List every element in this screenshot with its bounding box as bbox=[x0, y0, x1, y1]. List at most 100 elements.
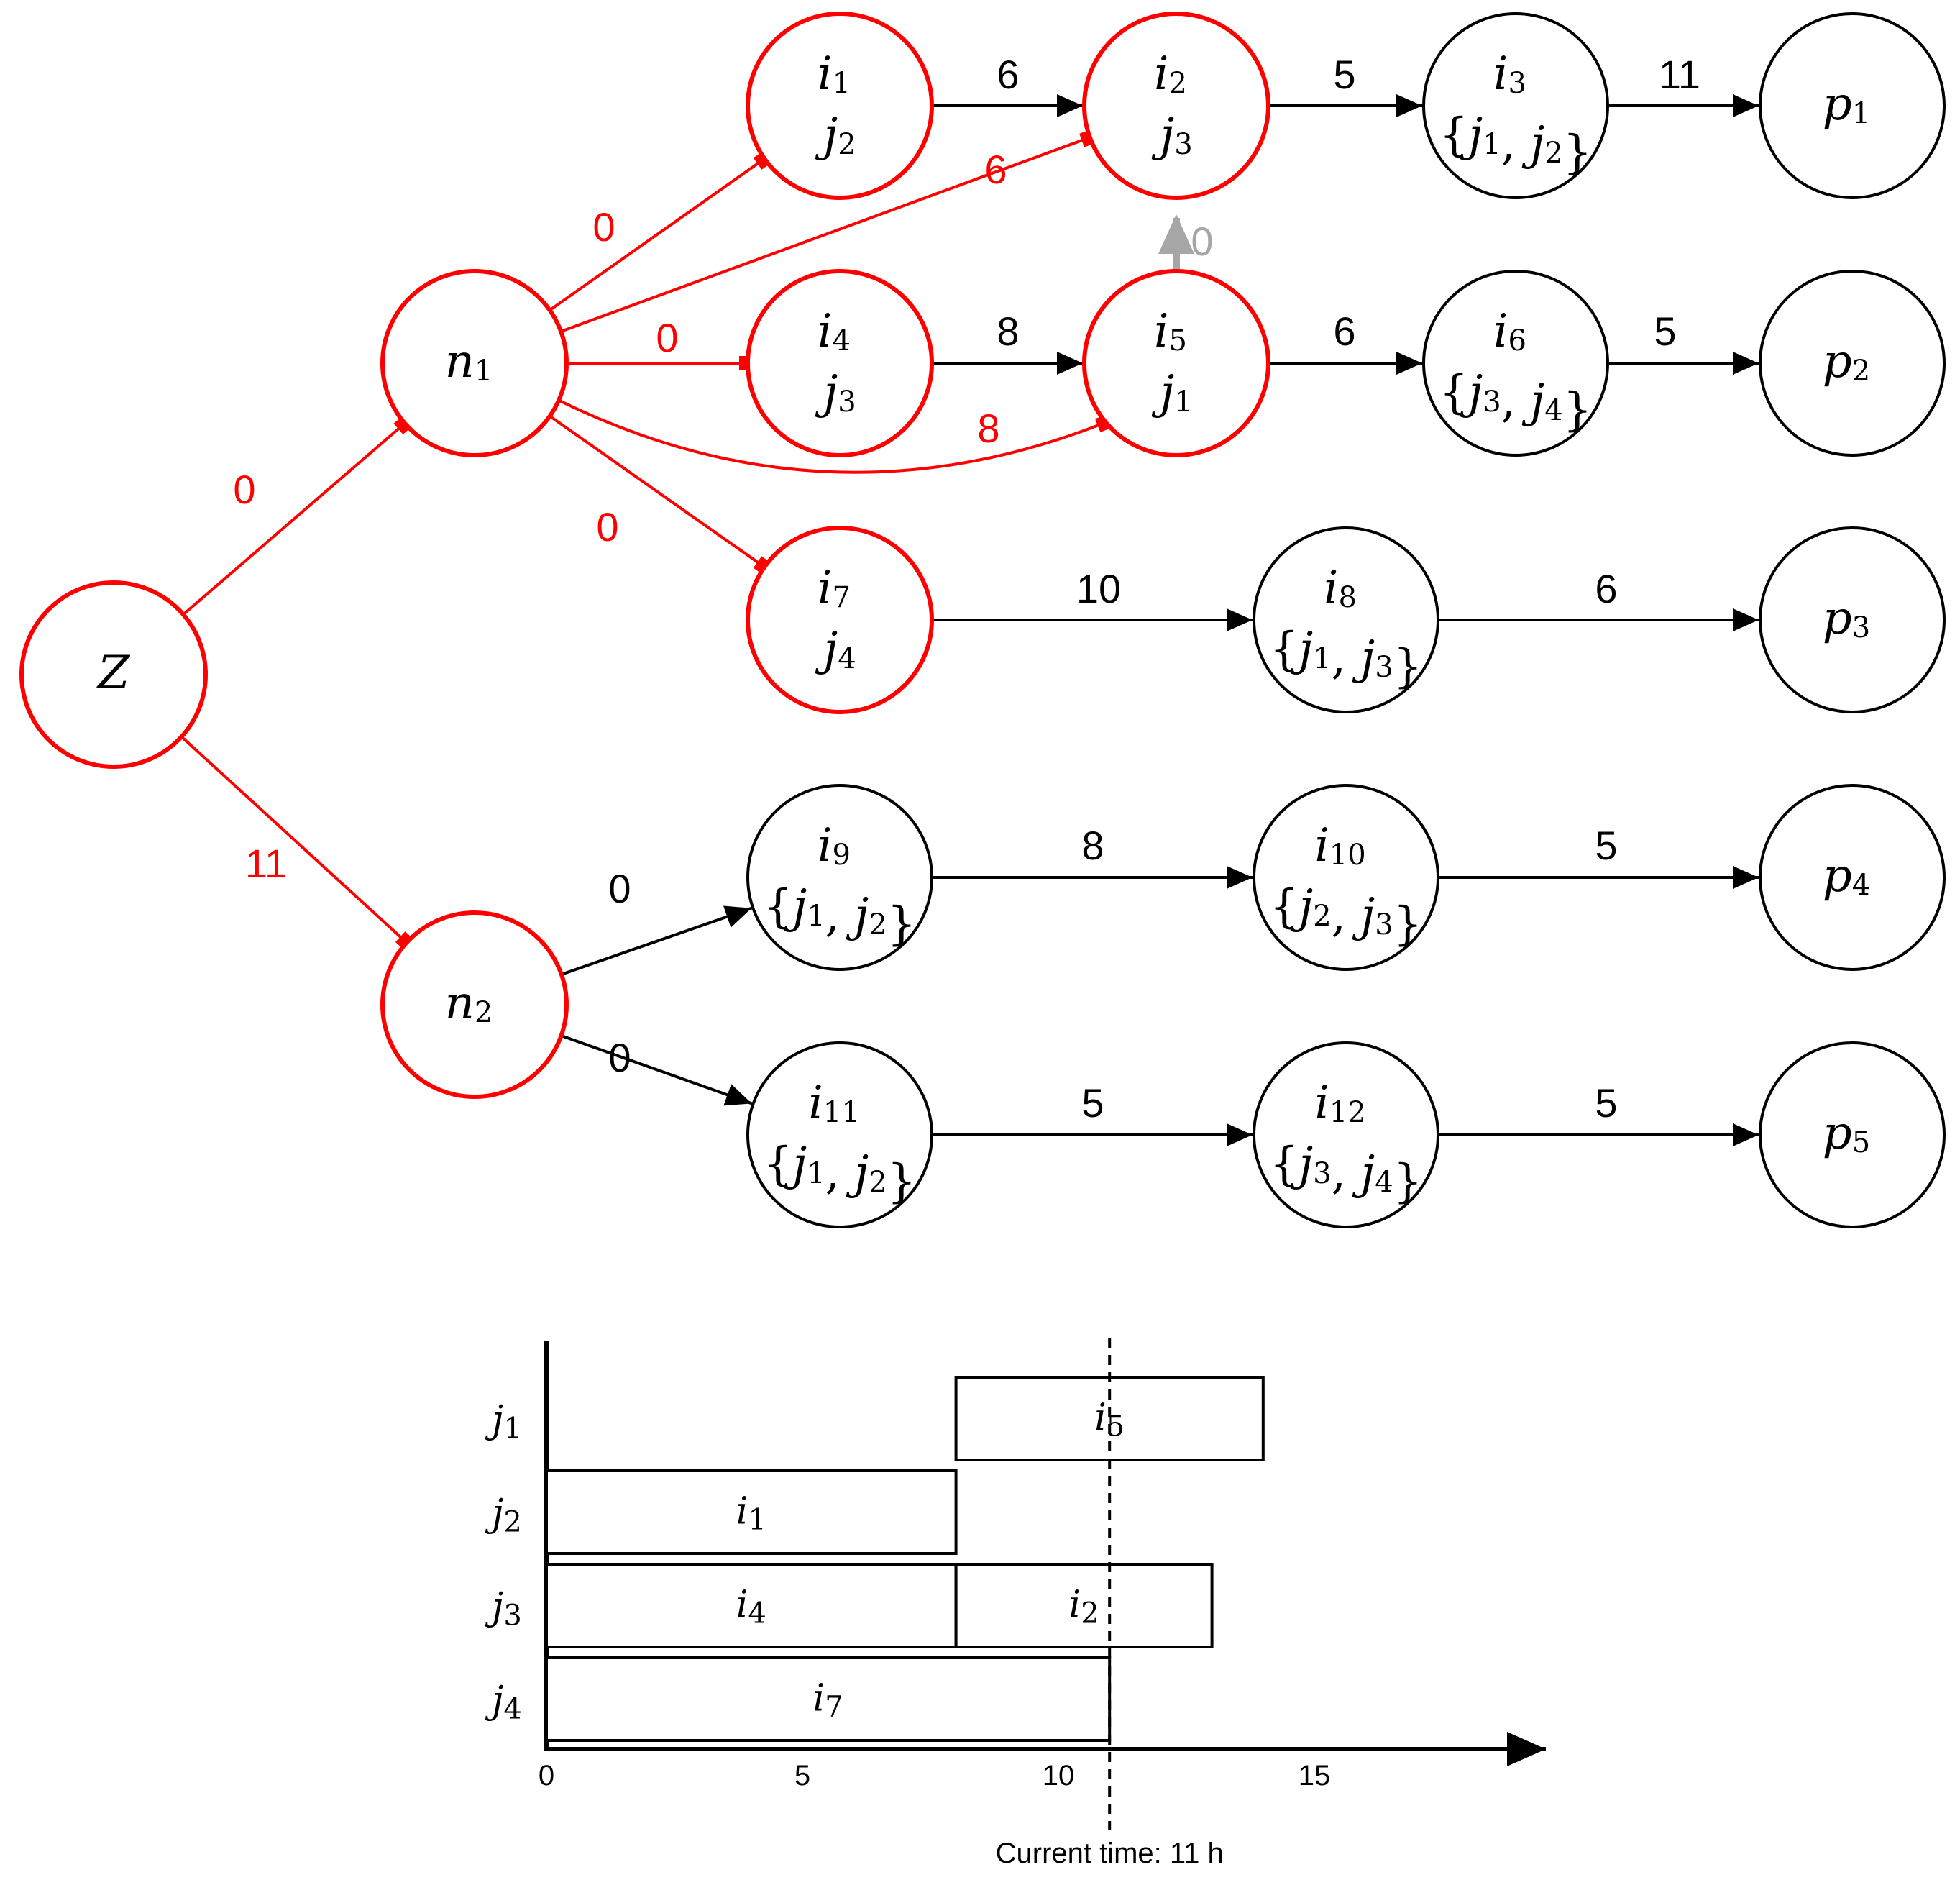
node-circle-i7 bbox=[746, 526, 934, 714]
node-i9: i9 {j1, j2} bbox=[746, 784, 933, 971]
node-p1: p1 bbox=[1759, 12, 1946, 199]
gantt-bar-i7 bbox=[545, 1656, 1112, 1742]
gantt-bar-label-i1: i1 bbox=[736, 1489, 766, 1537]
node-label-i11: i11 bbox=[808, 1077, 859, 1130]
node-circle-i6 bbox=[1422, 270, 1609, 457]
node-circle-p3 bbox=[1759, 526, 1946, 713]
edge-label-n1-i4: 0 bbox=[656, 315, 678, 360]
gantt-row-label-j4: j4 bbox=[485, 1679, 522, 1726]
node-label-p5: p5 bbox=[1823, 1107, 1870, 1160]
node-circle-i3 bbox=[1422, 12, 1609, 199]
edge-label-i8-p3: 6 bbox=[1595, 566, 1617, 611]
gantt-row-label-j3: j3 bbox=[485, 1585, 522, 1633]
node-Z: Z bbox=[19, 580, 208, 769]
node-label-i4: i4 bbox=[818, 305, 851, 358]
edge-label-n1-i2: 6 bbox=[984, 147, 1007, 192]
node-circle-i12 bbox=[1253, 1041, 1439, 1228]
node-i11: i11 {j1, j2} bbox=[746, 1041, 933, 1228]
node-label-p4: p4 bbox=[1823, 849, 1870, 903]
node-label-n1: n1 bbox=[445, 335, 493, 388]
node-label-n2: n2 bbox=[445, 977, 493, 1030]
node-jobs-i11: {j1, j2} bbox=[764, 1138, 917, 1208]
node-circle-n1 bbox=[380, 269, 569, 457]
node-label-i6: i6 bbox=[1493, 305, 1526, 358]
current-time-caption: Current time: 11 h bbox=[996, 1838, 1224, 1869]
node-label-p1: p1 bbox=[1823, 78, 1870, 131]
node-circle-p5 bbox=[1759, 1041, 1946, 1228]
edge-n1-i7 bbox=[549, 414, 774, 577]
gantt-row-label-j2: j2 bbox=[485, 1492, 522, 1539]
edge-n1-i2 bbox=[560, 128, 1098, 333]
node-circle-i8 bbox=[1253, 526, 1439, 713]
edge-label-i1-i2: 6 bbox=[997, 52, 1019, 97]
node-jobs-i3: {j1, j2} bbox=[1439, 109, 1593, 179]
node-label-i10: i10 bbox=[1314, 819, 1365, 872]
node-p3: p3 bbox=[1759, 526, 1946, 713]
gantt-bar-i2 bbox=[954, 1563, 1214, 1648]
edge-label-i2-i3: 5 bbox=[1333, 52, 1355, 97]
gantt-tick-0: 0 bbox=[539, 1760, 554, 1792]
gantt-bar-label-i2: i2 bbox=[1069, 1583, 1099, 1630]
gantt-bar-label-i4: i4 bbox=[736, 1583, 766, 1630]
node-circle-i1 bbox=[746, 12, 934, 200]
edge-label-i12-p5: 5 bbox=[1595, 1080, 1617, 1126]
node-jobs-i10: {j2, j3} bbox=[1270, 880, 1423, 951]
node-i10: i10 {j2, j3} bbox=[1253, 784, 1439, 971]
gantt-tick-15: 15 bbox=[1299, 1760, 1331, 1792]
edge-label-Z-n1: 0 bbox=[233, 467, 255, 512]
gantt-bar-label-i7: i7 bbox=[813, 1676, 843, 1724]
node-label-i3: i3 bbox=[1493, 47, 1526, 101]
node-label-i2: i2 bbox=[1154, 47, 1187, 101]
node-i3: i3 {j1, j2} bbox=[1422, 12, 1609, 199]
node-circle-i11 bbox=[746, 1041, 933, 1228]
node-circle-i4 bbox=[746, 269, 934, 457]
node-circle-i2 bbox=[1082, 12, 1270, 200]
edge-n1-i1 bbox=[549, 149, 774, 311]
node-label-i7: i7 bbox=[818, 562, 851, 615]
node-i6: i6{j3, j4} bbox=[1422, 270, 1609, 457]
edge-label-Z-n2: 11 bbox=[245, 841, 287, 886]
node-label-i12: i12 bbox=[1314, 1077, 1365, 1130]
node-label-Z: Z bbox=[96, 647, 131, 700]
edge-Z-n1 bbox=[182, 414, 414, 616]
node-label-i9: i9 bbox=[818, 819, 851, 872]
node-p4: p4 bbox=[1759, 784, 1946, 971]
gantt-bar-i1 bbox=[545, 1469, 958, 1555]
edge-label-i6-p2: 5 bbox=[1654, 309, 1676, 354]
edge-label-i9-i10: 8 bbox=[1081, 823, 1104, 868]
node-jobs-i12: {j3, j4} bbox=[1270, 1138, 1423, 1208]
node-n1: n1 bbox=[380, 269, 569, 457]
edge-label-n2-i9: 0 bbox=[608, 866, 631, 911]
node-i12: i12 {j3, j4} bbox=[1253, 1041, 1439, 1228]
node-label-i8: i8 bbox=[1324, 562, 1357, 615]
gantt-tick-10: 10 bbox=[1043, 1760, 1075, 1792]
node-jobs-i8: {j1, j3} bbox=[1270, 623, 1423, 693]
edge-label-n1-i1: 0 bbox=[592, 204, 615, 250]
node-n2: n2 bbox=[380, 910, 569, 1099]
edge-label-n2-i11: 0 bbox=[608, 1035, 631, 1080]
edge-label-i11-i12: 5 bbox=[1081, 1080, 1104, 1126]
node-circle-p2 bbox=[1759, 270, 1946, 457]
node-circle-n2 bbox=[380, 910, 569, 1099]
gantt-bar-i4 bbox=[545, 1563, 958, 1648]
node-p2: p2 bbox=[1759, 270, 1946, 457]
node-i8: i8 {j1, j3} bbox=[1253, 526, 1439, 713]
edge-label-n1-i5: 8 bbox=[977, 406, 999, 451]
edge-n1-i5 bbox=[557, 398, 1114, 474]
edge-label-i10-p4: 5 bbox=[1595, 823, 1617, 868]
edge-Z-n2 bbox=[180, 735, 416, 952]
node-circle-p4 bbox=[1759, 784, 1946, 971]
node-jobs-i9: {j1, j2} bbox=[764, 880, 917, 951]
edge-label-i3-p1: 11 bbox=[1659, 52, 1700, 97]
gantt-row-label-j1: j1 bbox=[485, 1398, 522, 1446]
node-label-i1: i1 bbox=[818, 47, 851, 101]
node-circle-i5 bbox=[1082, 269, 1270, 457]
